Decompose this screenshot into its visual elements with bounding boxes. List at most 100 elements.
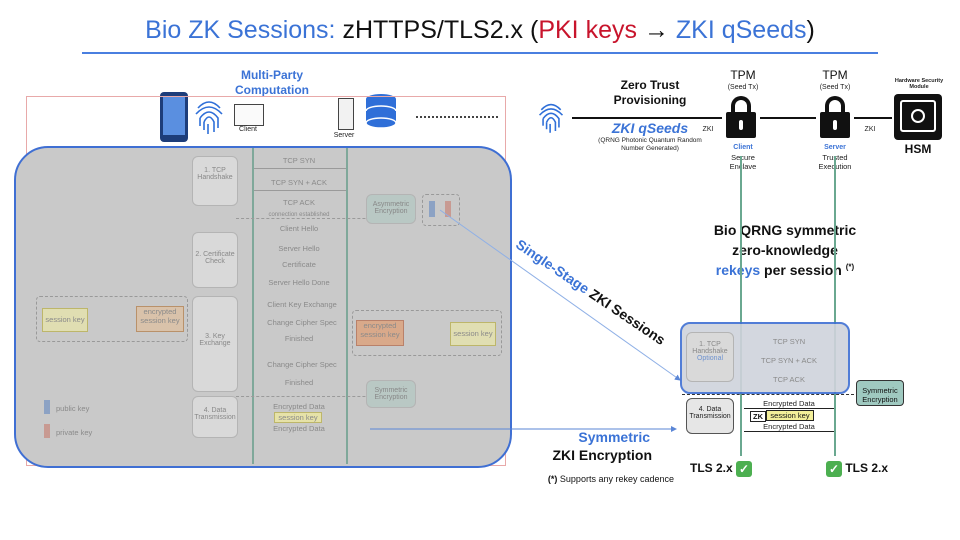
msg-client-hello: Client Hello (279, 224, 319, 233)
mini-optional: Optional (696, 355, 724, 362)
red-key-icon (445, 201, 451, 217)
tls-right: ✓ TLS 2.x (826, 461, 888, 477)
msg-tcp-syn-ack: TCP SYN + ACK (271, 178, 327, 187)
dotted-link (416, 116, 498, 118)
right-server-lifeline (834, 156, 836, 456)
msg-server-hello: Server Hello (278, 244, 320, 253)
bio-line3: rekeys per session (*) (680, 262, 890, 278)
client-desc: Secure Enclave (729, 153, 757, 171)
tpm-right-seed: (Seed Tx) (819, 84, 851, 91)
public-key-icon (44, 400, 50, 414)
right-client-lifeline (740, 156, 742, 456)
title-part5: ) (806, 16, 815, 44)
server-label: Server (333, 132, 355, 139)
private-key-icon (44, 424, 50, 438)
established-dashed-line (236, 218, 416, 219)
session-key-client: session key (42, 308, 88, 332)
fingerprint-icon-right (536, 96, 566, 141)
hsm-label: HSM (904, 142, 932, 156)
server-lifeline (346, 148, 348, 464)
msg-finished: Finished (284, 334, 314, 343)
client-key-box (36, 296, 188, 342)
mini-msg-syn-ack: TCP SYN + ACK (761, 356, 817, 365)
msg-connection-established: connection established (268, 212, 330, 218)
footnote: (*) Supports any rekey cadence (514, 474, 674, 484)
mini-symmetric: Symmetric Encryption (856, 380, 904, 406)
footnote-text: Supports any rekey cadence (559, 474, 674, 484)
mini-msg-syn: TCP SYN (772, 337, 806, 346)
tpm-left-label: TPM (730, 68, 756, 82)
msg-change-cipher-spec-2: Change Cipher Spec (267, 360, 337, 369)
step-certificate-check: 2. Certificate Check (192, 232, 238, 288)
mini-step-data: 4. Data Transmission (686, 398, 734, 434)
bio-line2: zero-knowledge (732, 242, 838, 258)
mini-step-tcp: 1. TCP Handshake Optional (686, 332, 734, 382)
msg-tcp-syn: TCP SYN (282, 156, 316, 165)
page-title: Bio ZK Sessions: zHTTPS/TLS2.x (PKI keys… (0, 14, 960, 46)
step-data-transmission: 4. Data Transmission (192, 396, 238, 438)
check-icon: ✓ (736, 461, 753, 477)
tls-right-label: TLS 2.x (845, 461, 889, 476)
left-diagram-panel: 1. TCP Handshake 2. Certificate Check 3.… (14, 146, 512, 468)
mini-zk-tag: ZK (750, 411, 766, 422)
bio-per-session: per session (764, 262, 842, 278)
step-key-exchange: 3. Key Exchange (192, 296, 238, 392)
msg-finished-2: Finished (284, 378, 314, 387)
client-role: Client (733, 144, 753, 151)
hsm-safe-icon (894, 94, 942, 140)
zki-qseeds-label: ZKI qSeeds (588, 120, 712, 136)
server-tower-icon (338, 98, 354, 130)
encrypted-session-key-server: encrypted session key (356, 320, 404, 346)
zero-trust-label: Zero Trust Provisioning (588, 78, 712, 108)
blue-key-icon (429, 201, 435, 217)
mini-arrow-1 (744, 408, 834, 409)
check-icon: ✓ (826, 461, 842, 477)
footnote-mark: (*) (547, 474, 558, 484)
zki-left-label: ZKI (702, 126, 714, 133)
title-part2: zHTTPS/TLS2.x ( (342, 16, 539, 44)
encrypted-session-key-client: encrypted session key (136, 306, 184, 332)
private-key-label: private key (56, 428, 93, 437)
msg-encrypted-data: Encrypted Data (273, 402, 325, 411)
sym-line1: Symmetric (578, 429, 650, 445)
client-window-icon (234, 104, 264, 126)
title-part1: Bio ZK Sessions: (145, 16, 336, 44)
mpc-label: Multi-Party Computation (235, 68, 309, 97)
title-part3: PKI keys (538, 16, 637, 44)
msg-encrypted-data-2: Encrypted Data (273, 424, 325, 433)
fingerprint-icon (192, 94, 226, 141)
mini-encrypted-2: Encrypted Data (763, 422, 815, 431)
server-role: Server (824, 144, 846, 151)
title-underline (82, 52, 878, 54)
tpm-right-label: TPM (822, 68, 848, 82)
lock-right-icon (816, 94, 854, 142)
zki-right-label: ZKI (864, 126, 876, 133)
phone-icon (160, 92, 188, 142)
asymmetric-encryption: Asymmetric Encryption (366, 194, 416, 224)
session-key-server: session key (450, 322, 496, 346)
title-part4: ZKI qSeeds (675, 16, 807, 44)
title-arrow: → (643, 16, 669, 44)
msg-line (254, 190, 346, 191)
msg-server-hello-done: Server Hello Done (268, 278, 330, 287)
bio-asterisk: (*) (845, 262, 855, 272)
bio-rekeys: rekeys (715, 262, 761, 278)
mini-session-key: session key (766, 410, 814, 421)
tls-left: TLS 2.x ✓ (690, 461, 753, 477)
mini-encrypted-1: Encrypted Data (763, 399, 815, 408)
tls-left-label: TLS 2.x (690, 461, 733, 476)
msg-session-key: session key (274, 412, 322, 423)
client-label: Client (239, 126, 257, 133)
hsm-top-label: Hardware Security Module (894, 78, 944, 90)
mini-msg-ack: TCP ACK (773, 375, 805, 384)
msg-line (254, 168, 346, 169)
mini-step-tcp-label: 1. TCP Handshake (692, 341, 728, 355)
msg-tcp-ack: TCP ACK (283, 198, 315, 207)
qrng-note: (QRNG Photonic Quantum Random Number Gen… (598, 137, 702, 152)
bio-line1: Bio QRNG symmetric (713, 222, 857, 238)
client-lifeline (252, 148, 254, 464)
key-pair-box (422, 194, 460, 226)
lock-left-icon (722, 94, 760, 142)
sym-line2: ZKI Encryption (552, 447, 652, 463)
